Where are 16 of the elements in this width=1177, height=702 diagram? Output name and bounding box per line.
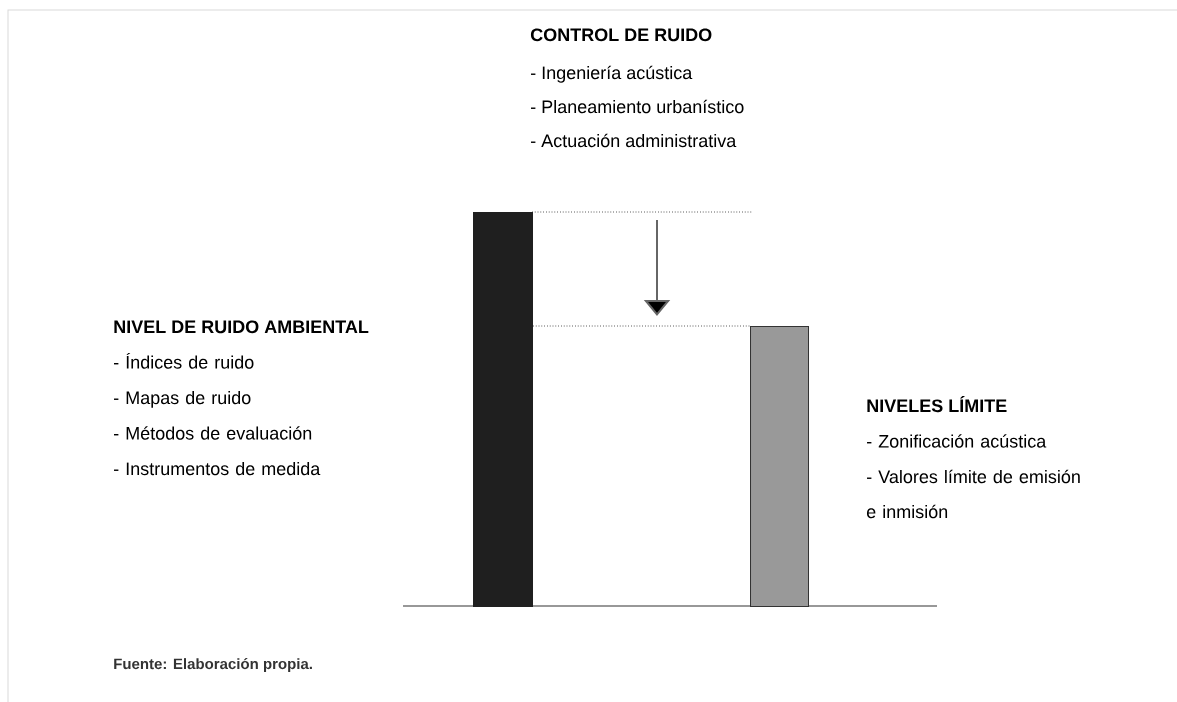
- list-item: - Mapas de ruido: [114, 390, 251, 408]
- list-item: - Planeamiento urbanístico: [531, 99, 744, 114]
- caption: Fuente: Elaboración propia.: [114, 658, 312, 673]
- heading: CONTROL DE RUIDO: [530, 28, 712, 42]
- list-item: - Índices de ruido: [114, 352, 254, 369]
- dotted-guide-line: [532, 325, 751, 327]
- heading: NIVELES LÍMITE: [867, 396, 1007, 413]
- list-item: - Zonificación acústica: [867, 434, 1047, 448]
- bar: [750, 326, 809, 607]
- list-item: - Actuación administrativa: [531, 133, 737, 148]
- list-item: - Ingeniería acústica: [531, 65, 693, 83]
- list-item: - Valores límite de emisión e inmisión: [867, 469, 1080, 519]
- list-item: - Instrumentos de medida: [114, 461, 321, 476]
- bar: [473, 212, 533, 607]
- heading: NIVEL DE RUIDO AMBIENTAL: [114, 320, 369, 334]
- list-item: - Métodos de evaluación: [114, 426, 312, 440]
